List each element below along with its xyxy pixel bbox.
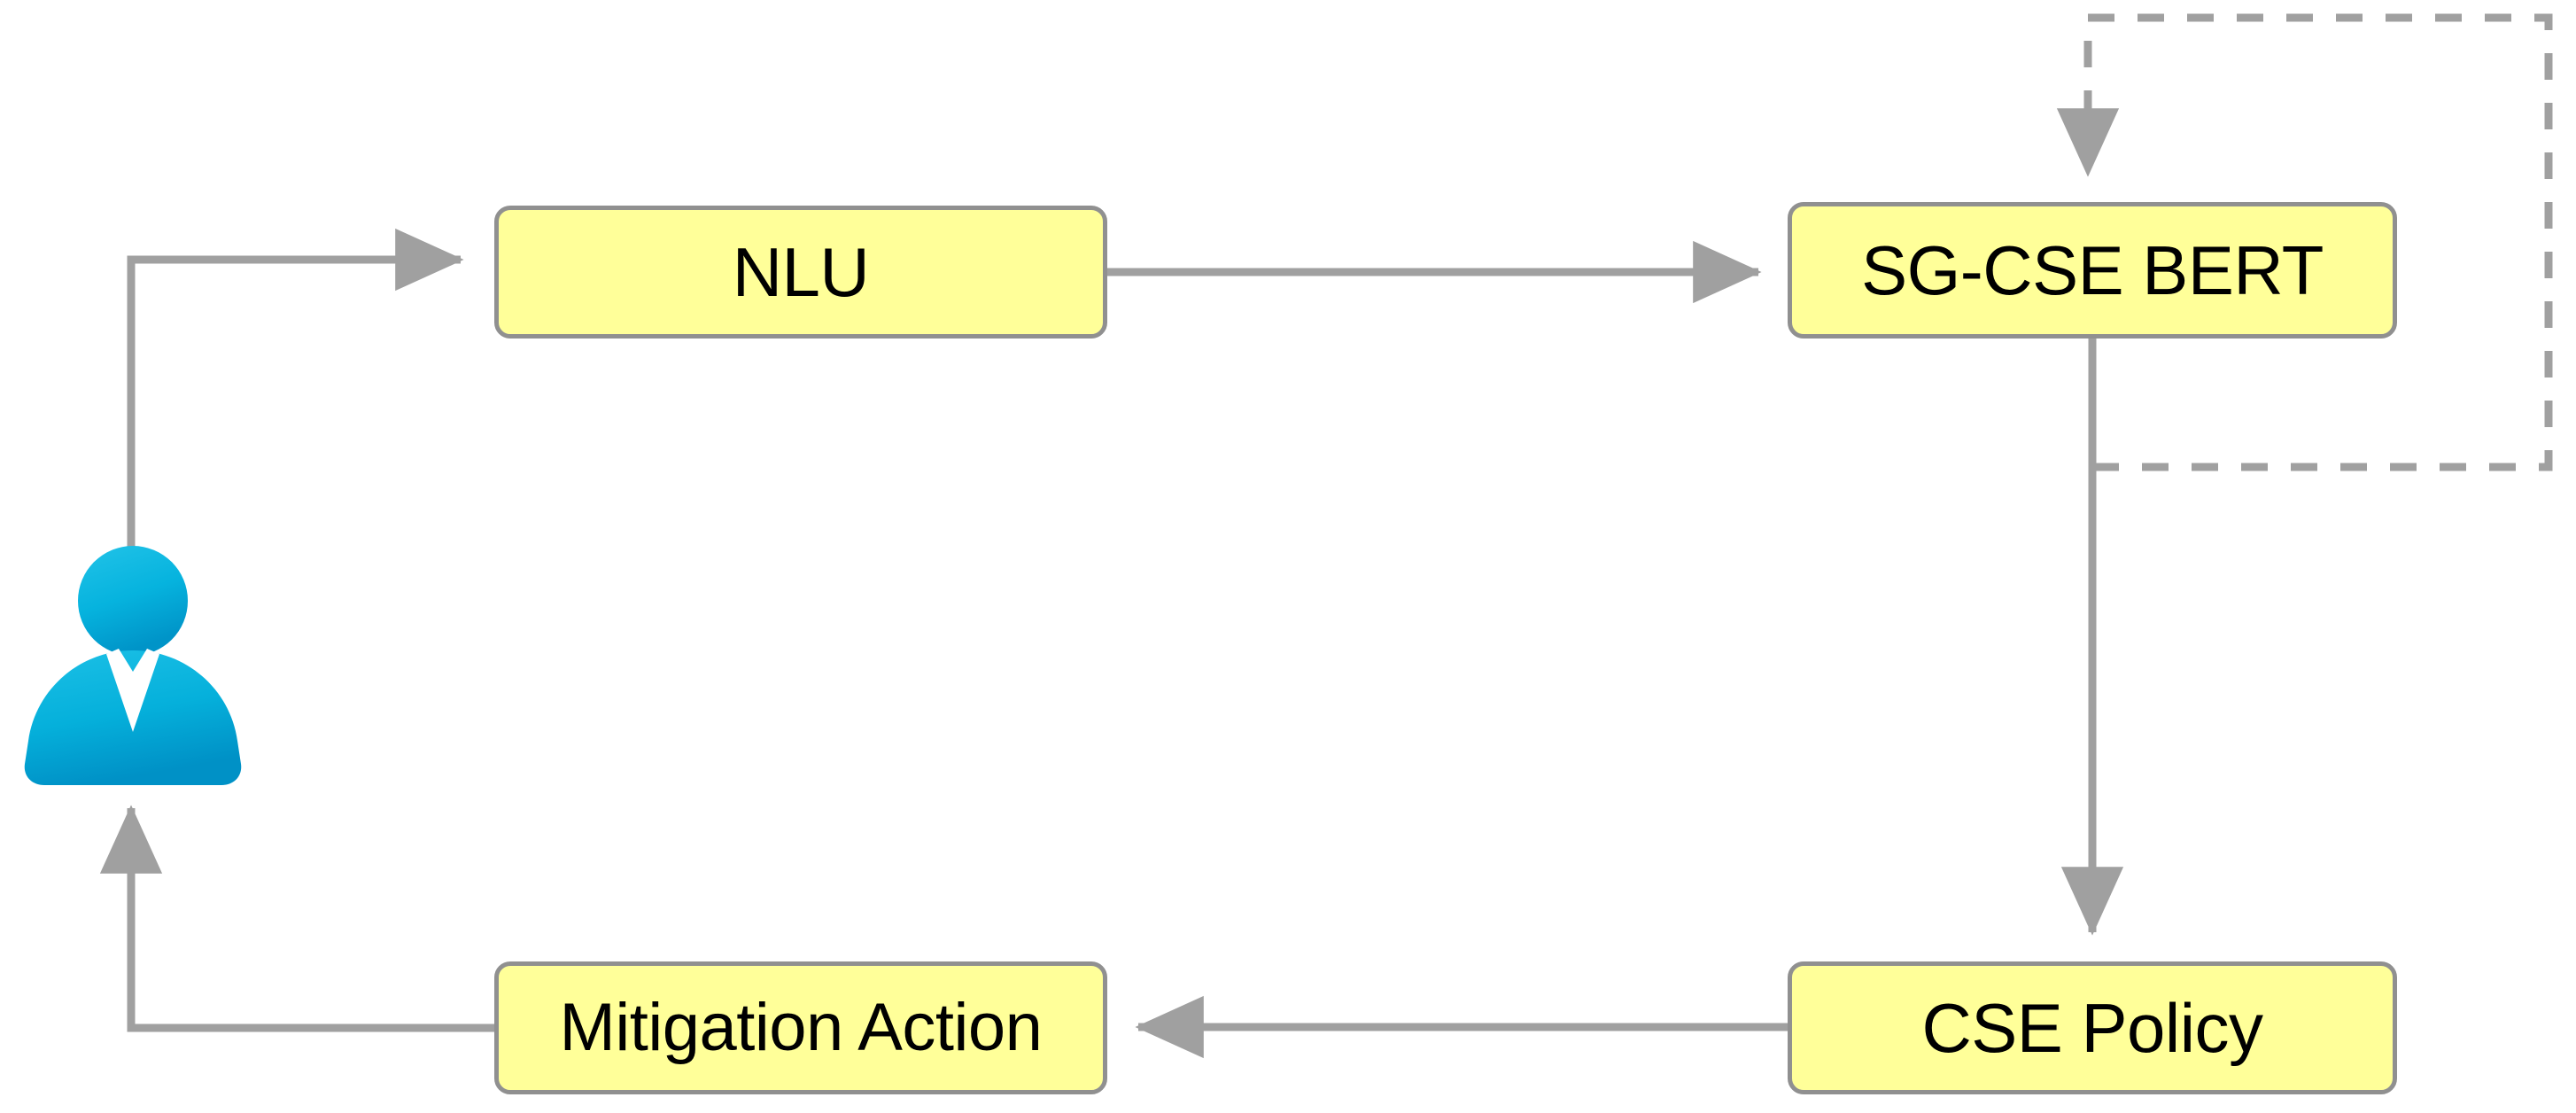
- user-head: [78, 546, 188, 656]
- node-cse-policy[interactable]: CSE Policy: [1788, 961, 2397, 1094]
- edge-user-to-nlu: [127, 228, 464, 585]
- edge-feedback-to-sgcsebert: [2056, 13, 2553, 471]
- node-nlu-label: NLU: [732, 233, 870, 311]
- user-actor-icon[interactable]: [12, 539, 253, 798]
- edge-mitigation-to-user: [99, 805, 494, 1032]
- node-cse-policy-label: CSE Policy: [1921, 989, 2263, 1067]
- node-mitigation-action-label: Mitigation Action: [559, 990, 1043, 1065]
- node-sg-cse-bert-label: SG-CSE BERT: [1861, 231, 2324, 309]
- node-mitigation-action[interactable]: Mitigation Action: [494, 961, 1107, 1094]
- node-nlu[interactable]: NLU: [494, 206, 1107, 339]
- user-collar: [106, 649, 159, 732]
- node-sg-cse-bert[interactable]: SG-CSE BERT: [1788, 202, 2397, 339]
